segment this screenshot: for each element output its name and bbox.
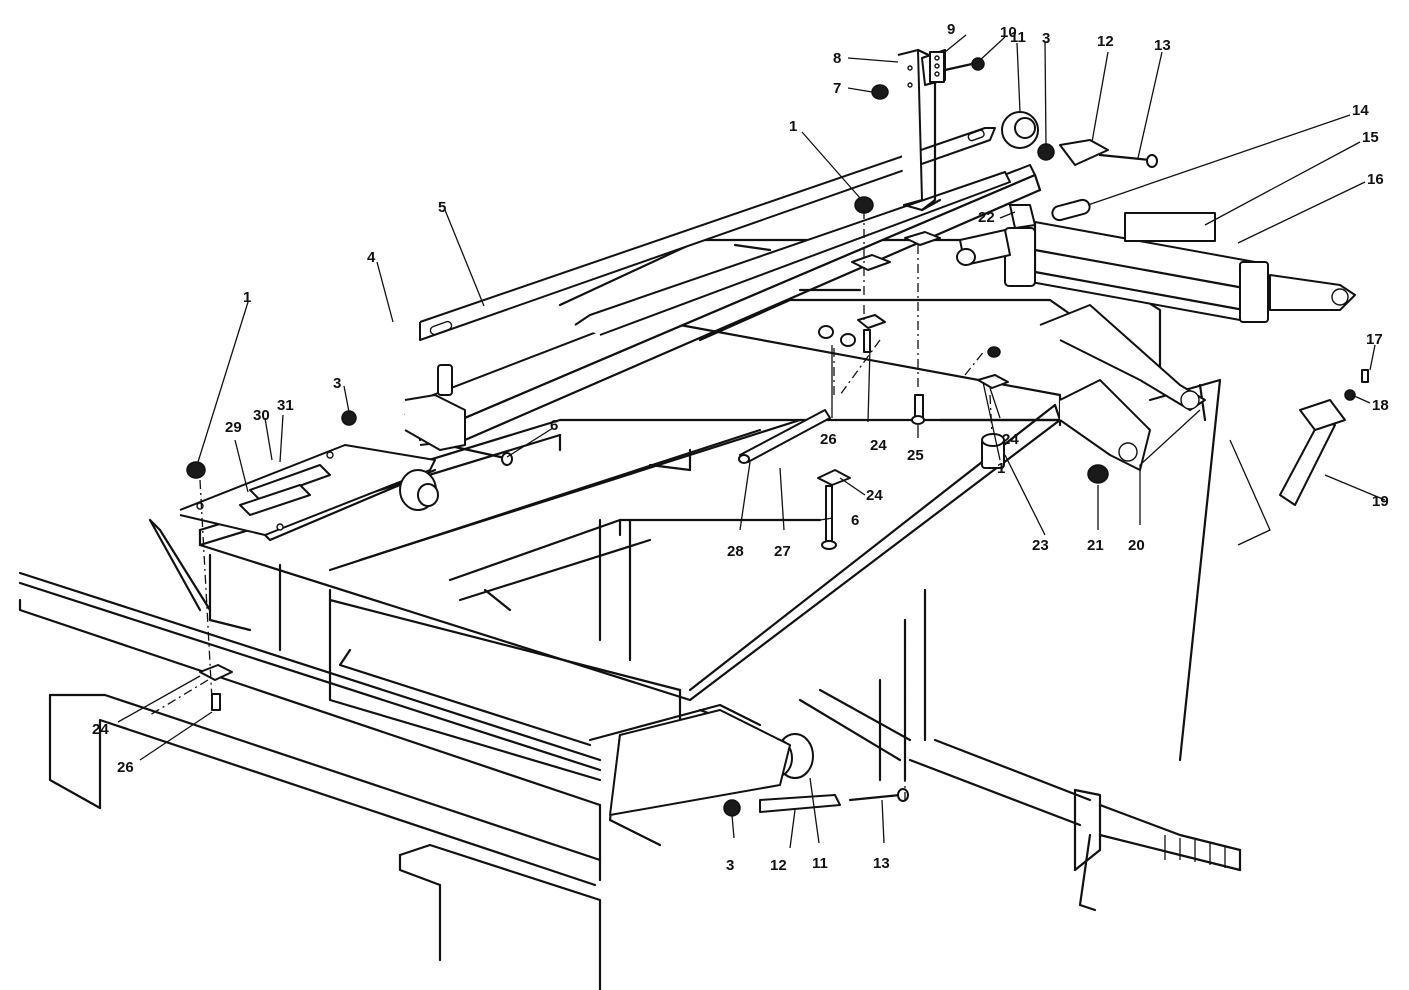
callout-24-right: 24 <box>1002 431 1019 448</box>
hardware-parts <box>186 57 1369 817</box>
slide-bar <box>419 127 1011 396</box>
callout-31: 31 <box>277 397 294 414</box>
callout-13-top: 13 <box>1154 37 1171 54</box>
callout-3-top: 3 <box>1042 30 1050 47</box>
leader-lines <box>117 34 1386 849</box>
callout-29: 29 <box>225 419 242 436</box>
callout-8: 8 <box>833 50 841 67</box>
callout-11-top: 11 <box>1010 29 1026 46</box>
vertical-post <box>897 48 946 246</box>
callout-3-bottom: 3 <box>726 857 734 874</box>
callout-1-left: 1 <box>243 289 251 306</box>
callout-9: 9 <box>947 21 955 38</box>
callout-25: 25 <box>907 447 924 464</box>
callout-11-bottom: 11 <box>812 855 828 872</box>
callout-26-center: 26 <box>820 431 837 448</box>
chassis-frame <box>18 378 1242 990</box>
mounting-plate <box>179 444 437 542</box>
callout-6-lower: 6 <box>851 512 859 529</box>
main-beam <box>404 164 1042 451</box>
callout-1-right: 1 <box>997 460 1005 477</box>
callout-19: 19 <box>1372 493 1389 510</box>
callout-24-bottom-left: 24 <box>92 721 109 738</box>
centerlines <box>149 210 993 800</box>
callout-13-bottom: 13 <box>873 855 890 872</box>
callout-12-bottom: 12 <box>770 857 787 874</box>
callout-10: 10 <box>1000 24 1017 41</box>
callout-30: 30 <box>253 407 270 424</box>
callout-4: 4 <box>367 249 376 266</box>
callout-3-left: 3 <box>333 375 341 392</box>
callout-17: 17 <box>1366 331 1383 348</box>
hydraulic-cylinder <box>956 212 1356 323</box>
callout-16: 16 <box>1367 171 1384 188</box>
callout-labels: 1 1 1 3 3 3 4 5 6 6 7 8 9 10 11 11 12 12… <box>92 21 1389 874</box>
callout-6-upper: 6 <box>550 417 558 434</box>
callout-18: 18 <box>1372 397 1389 414</box>
callout-20: 20 <box>1128 537 1145 554</box>
callout-12-top: 12 <box>1097 33 1114 50</box>
callout-22: 22 <box>978 209 995 226</box>
callout-14: 14 <box>1352 102 1369 119</box>
callout-23: 23 <box>1032 537 1049 554</box>
callout-15: 15 <box>1362 129 1379 146</box>
callout-5: 5 <box>438 199 446 216</box>
callout-1-top: 1 <box>789 118 797 135</box>
callout-7: 7 <box>833 80 841 97</box>
callout-24-center: 24 <box>870 437 887 454</box>
callout-24-lower: 24 <box>866 487 883 504</box>
callout-27: 27 <box>774 543 791 560</box>
callout-21: 21 <box>1087 537 1104 554</box>
callout-26-bottom-left: 26 <box>117 759 134 776</box>
callout-28: 28 <box>727 543 744 560</box>
